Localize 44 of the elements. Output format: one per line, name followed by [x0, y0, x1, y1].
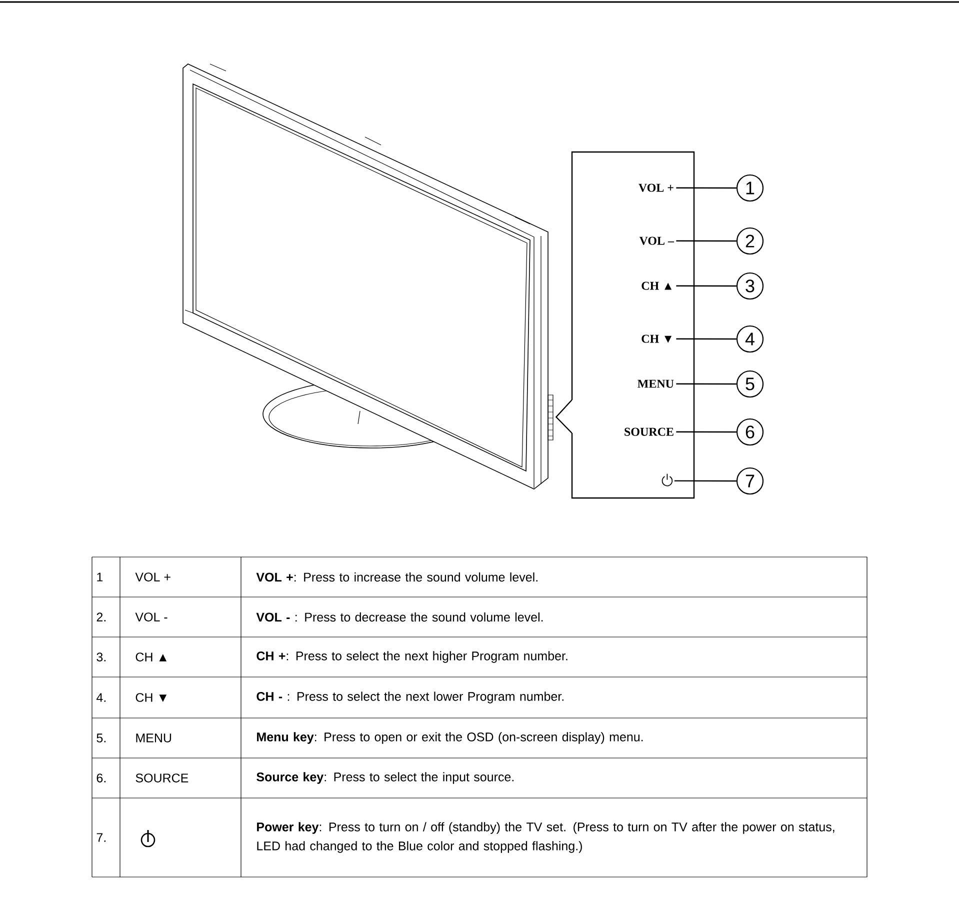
- leader-line: [676, 431, 736, 433]
- key-name: VOL -: [135, 612, 168, 622]
- power-icon: [662, 473, 673, 486]
- row-number: 5.: [96, 734, 106, 742]
- tv-drawing: [182, 64, 554, 490]
- description: CH - : Press to select the next lower Program number.: [256, 692, 564, 704]
- button-label: SOURCE: [624, 428, 674, 436]
- description: VOL - : Press to decrease the sound volume level.: [256, 612, 543, 622]
- row-number: 3.: [96, 652, 106, 662]
- row-number: 1: [97, 572, 103, 582]
- callout-number: 2: [736, 227, 764, 255]
- description: Menu key: Press to open or exit the OSD (on-screen display) menu.: [257, 732, 643, 744]
- leader-line: [676, 240, 736, 242]
- key-name: MENU: [136, 734, 172, 742]
- key-name: SOURCE: [136, 774, 188, 782]
- leader-line: [676, 285, 736, 287]
- key-name: CH ▲: [136, 652, 167, 662]
- callout-number: 1: [736, 174, 764, 202]
- callout-number: 3: [736, 272, 764, 300]
- callout-number: 4: [736, 325, 764, 353]
- callout-number: 6: [736, 418, 764, 446]
- button-label: VOL –: [639, 236, 674, 245]
- row-number: 6.: [96, 774, 106, 782]
- leader-line: [676, 338, 736, 340]
- description: Power key: Press to turn on / off (standby) the TV set. (Press to turn on TV after the power on status, LED had changed to the Blue color and stopped flashing.): [257, 822, 834, 853]
- leader-line: [674, 480, 736, 482]
- row-number: 7.: [96, 833, 106, 842]
- leader-line: [676, 383, 736, 385]
- key-name: VOL +: [135, 572, 170, 582]
- row-number: 2.: [96, 612, 106, 622]
- button-label: VOL +: [638, 184, 674, 192]
- row-number: 4.: [96, 693, 106, 702]
- leader-line: [555, 400, 572, 434]
- callout-number: 5: [736, 370, 764, 398]
- key-name: CH ▼: [136, 693, 167, 702]
- callout-number: 7: [736, 467, 764, 495]
- button-panel: [571, 151, 695, 499]
- description: Source key: Press to select the input source.: [256, 772, 514, 784]
- button-label: MENU: [638, 380, 674, 388]
- button-label: CH ▲: [642, 282, 672, 290]
- leader-line: [676, 187, 736, 189]
- description: CH +: Press to select the next higher Program number.: [256, 651, 568, 663]
- description: VOL +: Press to increase the sound volume level.: [256, 572, 538, 582]
- button-label: CH ▼: [642, 334, 672, 343]
